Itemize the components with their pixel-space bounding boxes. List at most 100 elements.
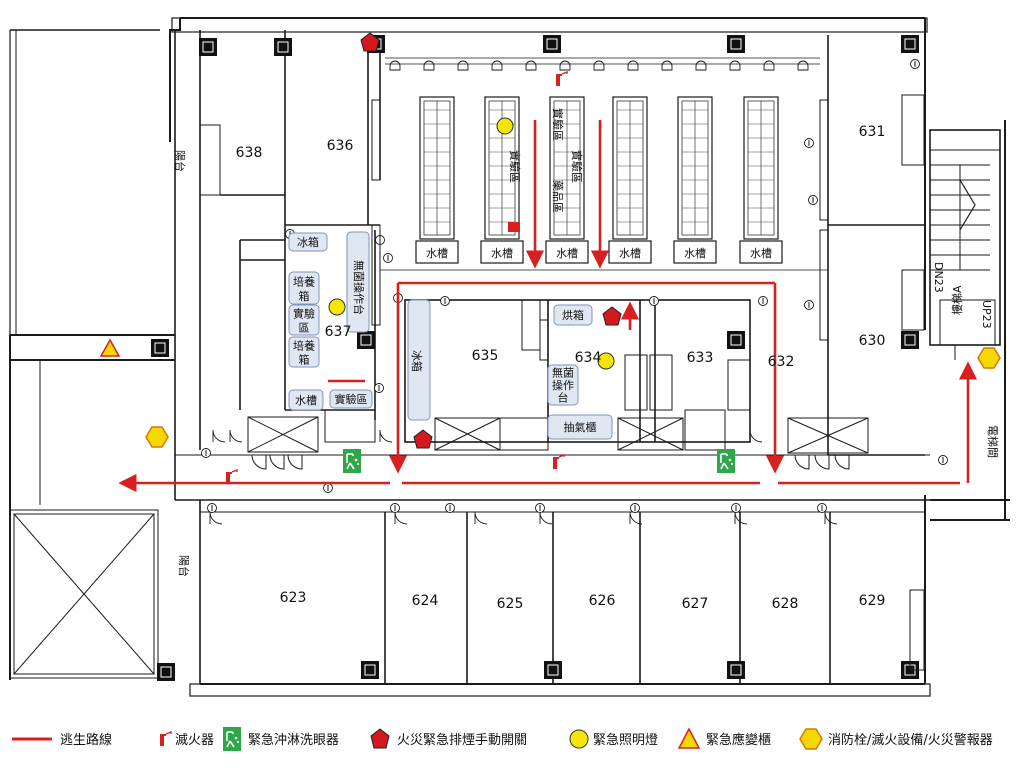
top-wall-fixtures [385,57,820,71]
incubator-label: 培養 [293,339,315,353]
sink-label: 水槽 [491,247,513,260]
yellow-hexagon-icon [977,347,1001,369]
door-swing [229,429,243,443]
room-625: 625 [497,596,524,612]
equipment-panel [288,389,324,411]
sink-label: 水槽 [750,247,772,260]
emergency-light-icon [328,298,346,316]
first-aid-box [508,222,520,232]
equipment-labels [288,231,613,440]
eyewash-shower-icon [342,448,362,474]
column-post [900,330,920,350]
down-label: DN23 [932,262,945,293]
red-pentagon-icon [370,728,390,749]
column-post [360,660,380,680]
lab-area-label: 實驗區 [570,150,584,183]
fume-hood-label: 抽氣櫃 [564,420,597,434]
red-pentagon-icon [413,429,433,449]
yellow-hexagon-icon [145,426,169,448]
sink-box [415,240,459,264]
legend-eyewash: 緊急沖淋洗眼器 [248,733,339,748]
room-635: 635 [472,348,499,364]
balcony-label: 陽台 [173,150,187,172]
lab-area-label: 實驗區 [551,108,565,141]
door-swing [629,511,643,525]
red-pentagon-icon [360,32,380,52]
lab-bench [545,96,589,264]
door-swing [734,511,748,525]
valve-icon [649,296,659,306]
valve-icon [817,503,827,513]
incubator-label: 培養 [293,275,315,289]
eyewash-shower-icon [716,448,736,474]
valve-icon [804,138,814,148]
room-623: 623 [280,590,307,606]
emergency-light-icon [597,352,615,370]
sink-label: 水槽 [684,247,706,260]
equipment-panel [346,231,370,333]
sterile-bench-small-label: 操作 [552,378,574,392]
legend: 逃生路線 滅火器 緊急沖淋洗眼器 火災緊急排煙手動開關 緊急照明燈 緊急應變櫃 … [12,726,993,752]
column-post [726,34,746,54]
column-post [150,338,170,358]
lab-area-label: 區 [299,321,310,334]
valve-icon [808,195,818,205]
stairwell [929,129,1001,360]
up-label: UP23 [980,300,993,329]
valve-icon [440,296,450,306]
valve-icon [938,455,948,465]
room-630: 630 [859,333,886,349]
legend-escape-route: 逃生路線 [60,732,112,748]
lab-bench [673,96,717,264]
sterile-bench-label: 無菌操作台 [352,260,366,315]
escape-routes [118,120,978,493]
equipment-panel [288,304,320,336]
valve-icon [390,503,400,513]
legend-emergency-light: 緊急照明燈 [593,733,658,748]
vertical-labels: 陽台 陽台 實驗區 實驗區 實驗區 藥品區 無菌操作台 冰箱 樓梯A UP23 … [173,108,999,577]
incubator-label: 箱 [299,352,310,366]
emergency-cabinets [99,338,121,357]
door-swing [394,511,408,525]
door-swing [212,429,226,443]
lab-bench [480,96,524,264]
emergency-lights [328,117,615,370]
valve-icon [383,253,393,263]
legend-smoke-switch: 火災緊急排煙手動開關 [397,733,527,748]
door-swing [209,511,223,525]
balcony-label: 陽台 [177,555,191,577]
sink-label: 水槽 [295,394,317,407]
right-wall-fixtures [199,94,925,671]
room-628: 628 [772,596,799,612]
valve-icon [323,483,333,493]
oven-label: 烘箱 [562,308,584,322]
room-numbers: 638 636 637 635 634 633 632 631 630 623 … [236,124,886,612]
yellow-triangle-icon [99,338,121,357]
equipment-panel [288,271,320,305]
valve-icon [374,383,384,393]
smoke-switches [360,32,622,449]
column-post [198,37,218,57]
sink-box [673,240,717,264]
stair-label: 樓梯A [950,285,964,315]
column-post [356,330,376,350]
door-swing [749,429,763,443]
room-637: 637 [325,324,352,340]
valve-icon [731,503,741,513]
equipment-panel [553,304,593,326]
room-624: 624 [412,593,439,609]
sink-label: 水槽 [619,247,641,260]
valve-icon [207,503,217,513]
valve-icon [535,503,545,513]
room-638: 638 [236,145,263,161]
yellow-triangle-icon [677,727,701,749]
valve-icon [758,296,768,306]
sink-label: 水槽 [426,247,448,260]
eyewash-shower-icon [222,726,242,752]
incubator-label: 箱 [299,289,310,303]
equipment-panel [288,232,328,252]
lab-area-label: 實驗區 [335,392,368,406]
sink-box [545,240,589,264]
equipment-label-texts: 水槽水槽水槽水槽水槽水槽冰箱培養箱實驗區培養箱水槽實驗區烘箱無菌操作台抽氣櫃 [293,235,772,434]
